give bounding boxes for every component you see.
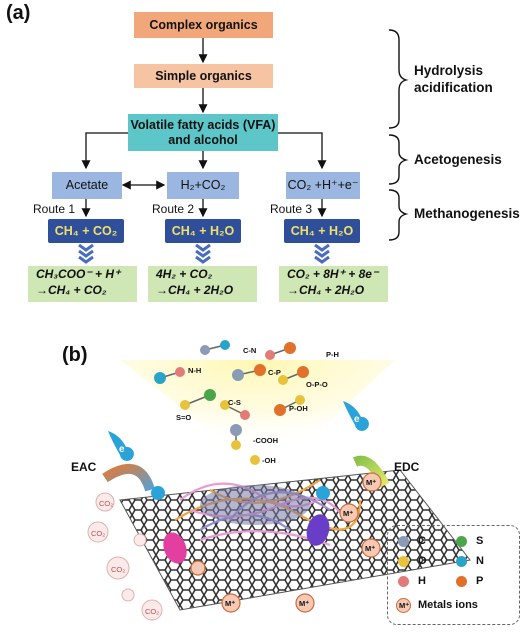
product-route-2: CH₄ + H₂O	[165, 219, 241, 243]
route-3-label: Route 3	[270, 202, 313, 216]
bond-p-oh: P-OH	[289, 404, 308, 413]
panel-b-label: (b)	[62, 344, 88, 366]
legend-n: N	[476, 555, 484, 567]
h2-co2-box: H₂+CO₂	[167, 172, 239, 199]
panel-a-label: (a)	[6, 2, 31, 24]
stage-methanogenesis: Methanogenesis	[414, 206, 520, 221]
bond-p-h: P-H	[326, 350, 339, 359]
co2-label-1: CO₂	[99, 499, 114, 508]
bond-o-p-o: O-P-O	[306, 380, 328, 389]
vfa-line2: and alcohol	[168, 132, 238, 147]
carbon-swatch	[398, 536, 409, 547]
reaction-3-line1: CO₂ + 8H⁺ + 8e⁻	[287, 267, 379, 281]
metal-ion-2: M⁺	[343, 509, 354, 518]
complex-organics-box: Complex organics	[134, 12, 273, 38]
simple-organics-box: Simple organics	[134, 64, 273, 88]
bond-cooh: -COOH	[253, 436, 278, 445]
legend-c: C	[418, 535, 426, 547]
reaction-3-line2: →CH₄ + 2H₂O	[287, 283, 365, 297]
bond-s-o: S=O	[176, 413, 192, 422]
vfa-line1: Volatile fatty acids (VFA)	[130, 117, 276, 132]
bond-oh: -OH	[262, 456, 276, 465]
stage-acetogenesis: Acetogenesis	[414, 152, 502, 167]
legend-metal-symbol: M⁺	[399, 601, 410, 610]
sulfur-swatch	[456, 536, 467, 547]
co2-label-3: CO₂	[111, 565, 126, 574]
legend-o: O	[418, 555, 427, 567]
legend-s: S	[476, 535, 484, 547]
bond-c-s: C-S	[228, 398, 241, 407]
route-2-label: Route 2	[152, 202, 195, 216]
eac-label: EAC	[71, 460, 97, 474]
vfa-box: Volatile fatty acids (VFA) and alcohol	[128, 114, 278, 151]
reaction-1-line2: →CH₄ + CO₂	[36, 283, 107, 297]
reaction-route-1: CH₃COO⁻ + H⁺ →CH₄ + CO₂	[28, 266, 137, 302]
element-legend: C S O N H P M⁺ Metals ions	[387, 525, 520, 625]
bond-n-h: N-H	[188, 366, 202, 375]
metal-ion-swatch	[396, 598, 411, 613]
product-route-1: CH₄ + CO₂	[48, 219, 124, 243]
legend-p: P	[476, 575, 484, 587]
route-1-label: Route 1	[33, 202, 76, 216]
phosphorus-swatch	[456, 576, 467, 587]
reaction-1-line1: CH₃COO⁻ + H⁺	[36, 267, 121, 281]
reaction-route-3: CO₂ + 8H⁺ + 8e⁻ →CH₄ + 2H₂O	[279, 266, 388, 302]
co2-label-2: CO₂	[91, 529, 106, 538]
legend-metals: Metals ions	[418, 599, 478, 611]
reaction-2-line2: →CH₄ + 2H₂O	[156, 283, 234, 297]
stage-hydrolysis: Hydrolysis acidification	[414, 62, 493, 96]
stage-hydrolysis-line2: acidification	[414, 80, 493, 95]
legend-h: H	[418, 575, 426, 587]
co2-h-e-box: CO₂ +H⁺+e⁻	[286, 172, 360, 199]
co2-label-4: CO₂	[145, 607, 160, 616]
acetate-box: Acetate	[52, 172, 122, 199]
oxygen-swatch	[398, 556, 409, 567]
reaction-2-line1: 4H₂ + CO₂	[156, 267, 213, 281]
bond-c-n: C-N	[243, 346, 257, 355]
reaction-route-2: 4H₂ + CO₂ →CH₄ + 2H₂O	[148, 266, 257, 302]
electron-right: e	[354, 414, 360, 425]
metal-ion-5: M⁺	[299, 599, 310, 608]
light-beam	[120, 360, 395, 470]
hydrogen-swatch	[398, 576, 409, 587]
nitrogen-swatch	[456, 556, 467, 567]
bond-c-p: C-P	[268, 368, 281, 377]
product-route-3: CH₄ + H₂O	[284, 219, 360, 243]
metal-ion-3: M⁺	[365, 544, 376, 553]
metal-ion-1: M⁺	[366, 478, 377, 487]
stage-hydrolysis-line1: Hydrolysis	[414, 63, 484, 78]
metal-ion-4: M⁺	[225, 599, 236, 608]
electron-left: e	[119, 444, 125, 455]
edc-label: EDC	[394, 460, 420, 474]
